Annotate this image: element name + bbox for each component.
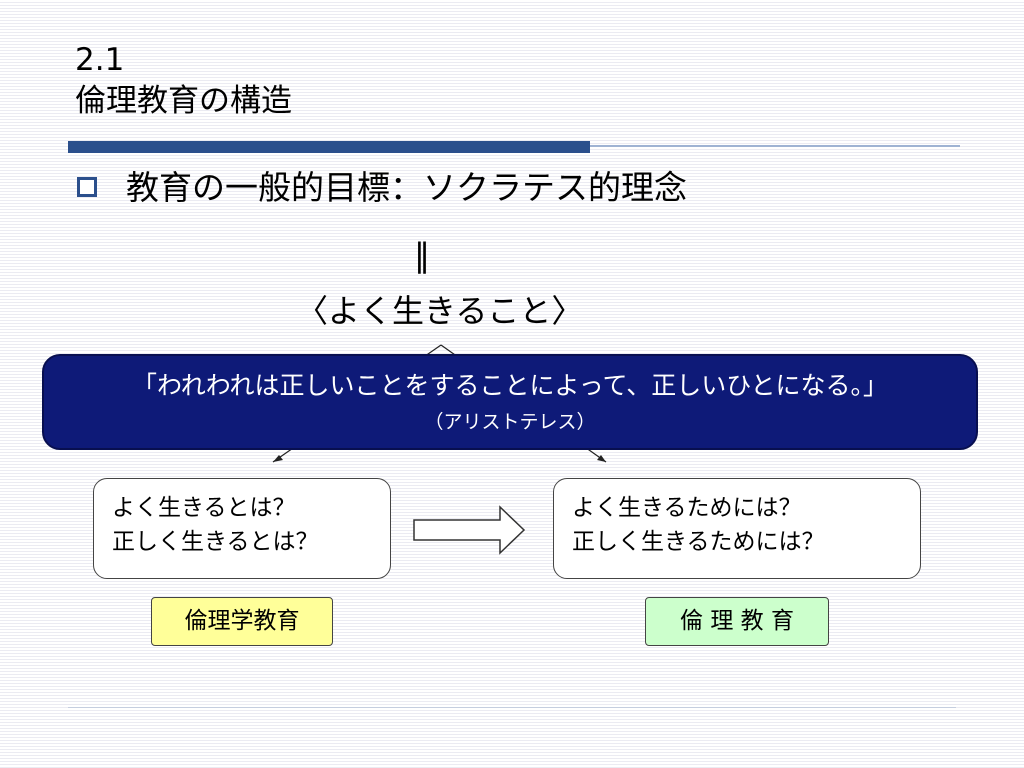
good-life-heading: 〈よく生きること〉 xyxy=(296,292,584,330)
title-divider-accent xyxy=(68,141,590,153)
label-ethics-education: 倫理学教育 xyxy=(151,597,333,646)
question-box-what: よく生きるとは？ 正しく生きるとは？ xyxy=(93,478,391,579)
square-bullet-icon xyxy=(77,177,97,197)
question-box-how-line-1: よく生きるためには？ xyxy=(572,495,802,521)
question-box-what-line-1: よく生きるとは？ xyxy=(112,495,296,521)
bullet-text: 教育の一般的目標：ソクラテス的理念 xyxy=(126,168,687,207)
question-box-how-line-2: 正しく生きるためには？ xyxy=(572,529,825,555)
right-arrow-icon xyxy=(413,505,526,555)
quote-author: （アリストテレス） xyxy=(424,411,596,433)
slide-title: 倫理教育の構造 xyxy=(75,83,292,119)
question-box-what-line-2: 正しく生きるとは？ xyxy=(112,529,319,555)
quote-text: 「われわれは正しいことをすることによって、正しいひとになる。」 xyxy=(131,371,888,400)
label-moral-education: 倫 理 教 育 xyxy=(645,597,829,646)
title-divider-thin xyxy=(590,145,960,147)
title-divider xyxy=(68,141,960,153)
connector-right-arrowhead-icon xyxy=(597,455,606,462)
footer-divider xyxy=(68,707,956,708)
connector-left-arrowhead-icon xyxy=(273,455,283,462)
slide-number: 2.1 xyxy=(75,42,125,78)
question-box-how: よく生きるためには？ 正しく生きるためには？ xyxy=(553,478,921,579)
equals-sign: ‖ xyxy=(414,236,430,274)
aristotle-quote-box: 「われわれは正しいことをすることによって、正しいひとになる。」 （アリストテレス… xyxy=(42,354,978,450)
